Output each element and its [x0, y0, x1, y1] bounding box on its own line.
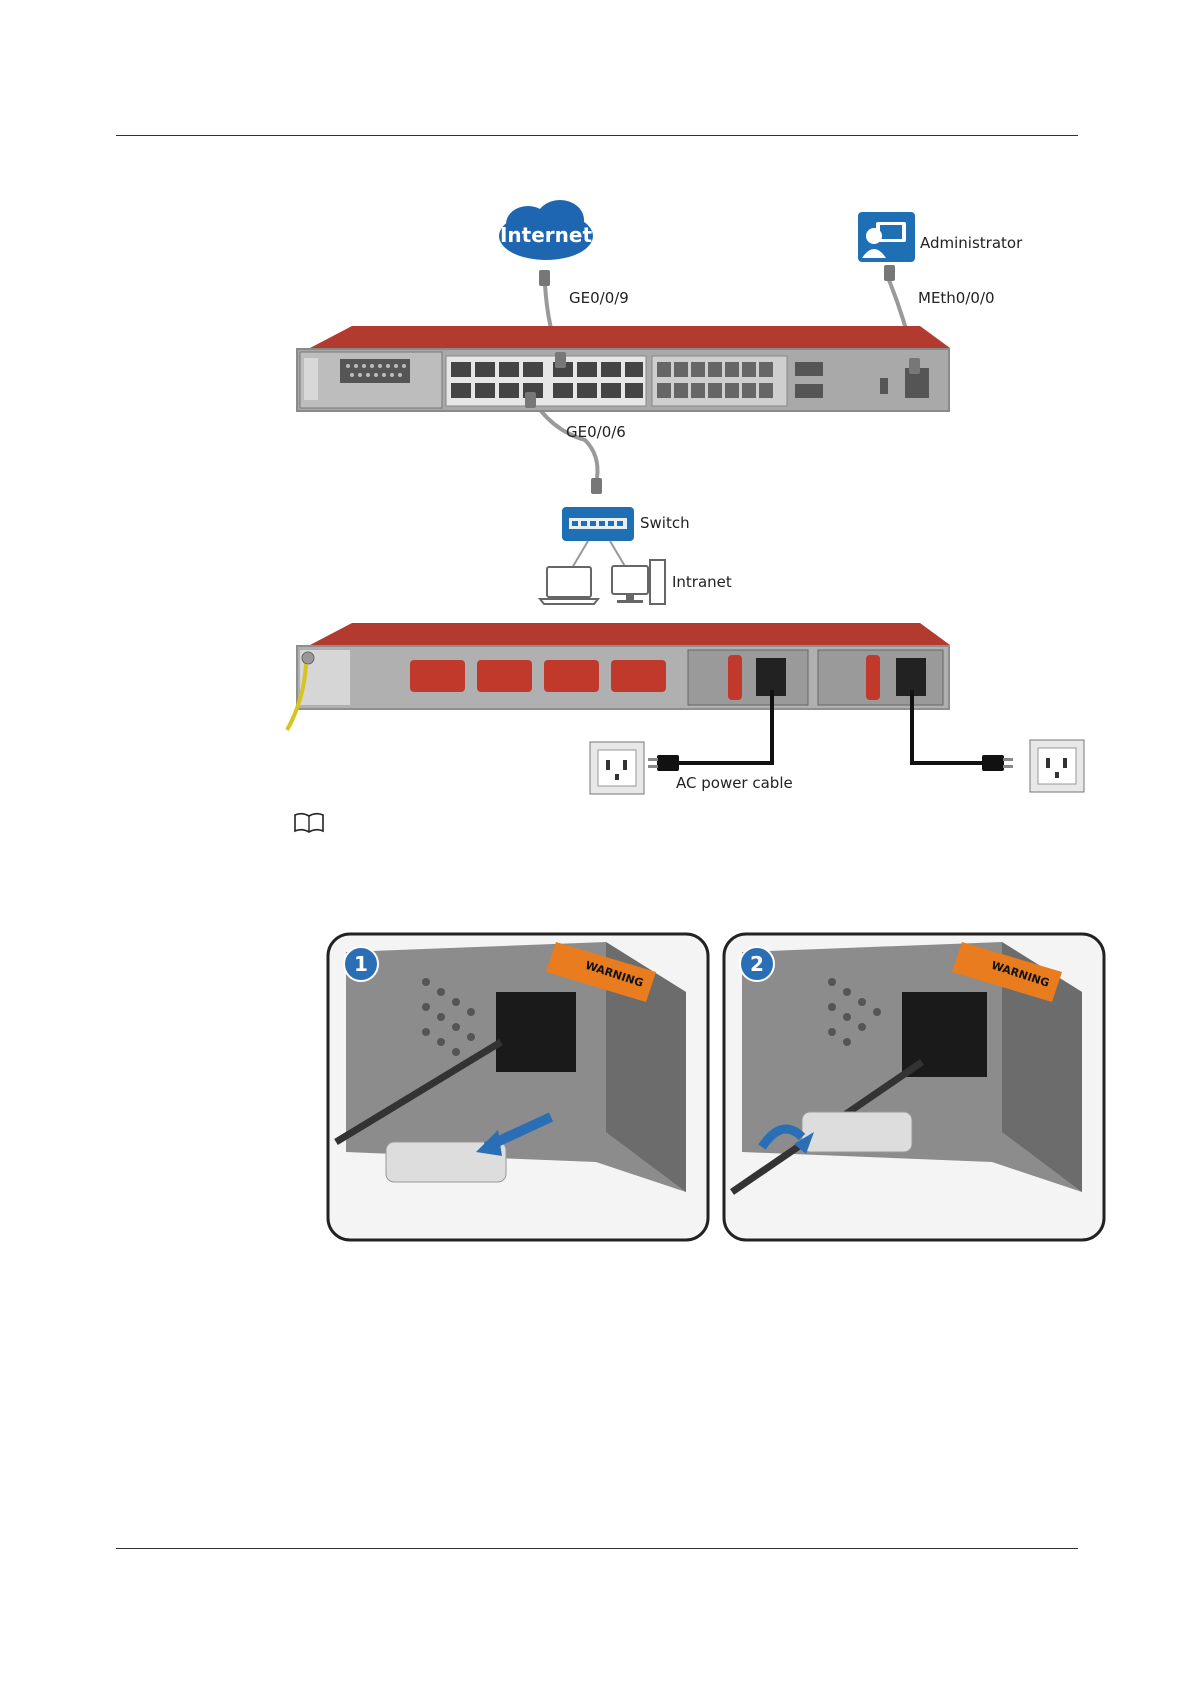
intranet-label: Intranet [672, 573, 732, 591]
step-number: 1 [354, 952, 368, 976]
wall-socket-icon [1030, 740, 1084, 792]
power-plug-icon [982, 755, 1013, 771]
port-label-admin: MEth0/0/0 [918, 289, 995, 307]
port-label-internet: GE0/0/9 [569, 289, 629, 307]
fan-module [611, 660, 666, 692]
rj45-connector-icon [525, 392, 536, 408]
footer-rule [116, 1548, 1078, 1549]
switch-links [572, 541, 626, 568]
note-book-icon [293, 812, 325, 834]
step-1-illustration: WARNING 1 [326, 932, 710, 1242]
rj45-connector-icon [591, 478, 602, 494]
administrator-label: Administrator [920, 234, 1023, 252]
rj45-connector-icon [555, 352, 566, 368]
fan-module [544, 660, 599, 692]
switch-label: Switch [640, 514, 690, 532]
cable-clip [802, 1112, 912, 1152]
port-label-switch: GE0/0/6 [566, 423, 626, 441]
firewall-rear-panel [296, 623, 950, 710]
step-number: 2 [750, 952, 764, 976]
laptop-icon [540, 567, 598, 604]
administrator-icon [858, 212, 915, 262]
wall-socket-icon [590, 742, 644, 794]
fan-module [477, 660, 532, 692]
power-plug-icon [648, 755, 679, 771]
ac-power-cable-label: AC power cable [676, 774, 793, 792]
rj45-connector-icon [909, 358, 920, 374]
internet-label: Internet [500, 223, 592, 247]
network-connection-diagram: Internet Administrator GE0/0/9 MEth0/0/0… [0, 0, 1191, 900]
step-2-illustration: WARNING 2 [722, 932, 1106, 1242]
rj45-connector-icon [884, 265, 895, 281]
internet-cloud-icon: Internet [499, 200, 593, 260]
switch-icon [562, 507, 634, 541]
firewall-front-panel [296, 326, 950, 412]
fan-module [410, 660, 465, 692]
power-supply-1 [688, 650, 808, 705]
desktop-computer-icon [612, 560, 665, 604]
rj45-connector-icon [539, 270, 550, 286]
